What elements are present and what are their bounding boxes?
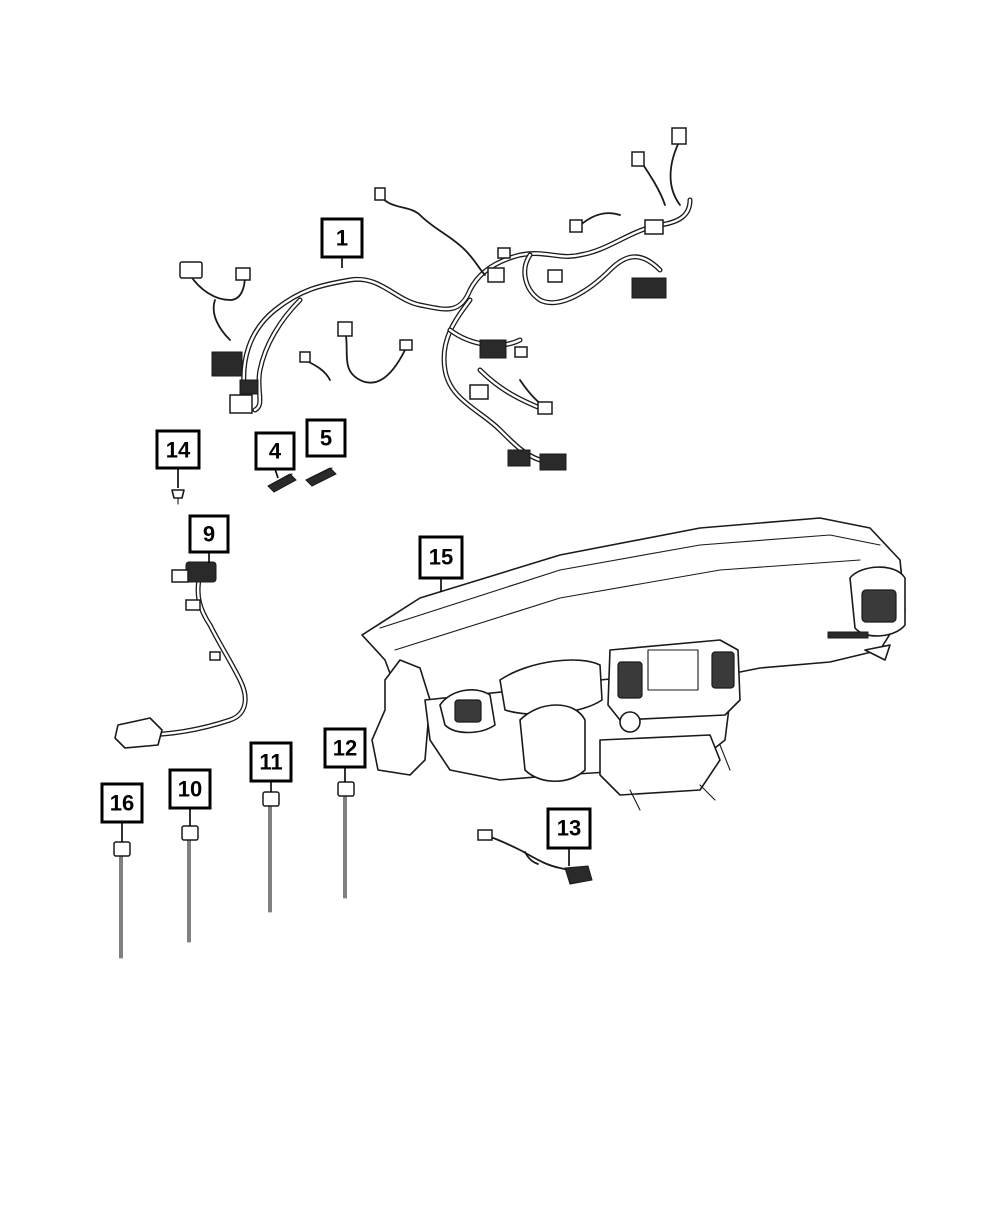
callout-11-label: 11 [259, 750, 282, 775]
callout-10: 10 [168, 768, 212, 826]
callout-4: 4 [254, 431, 296, 479]
callout-9: 9 [188, 514, 230, 563]
wiring-harness-illustration [179, 127, 693, 471]
harness-13-illustration [477, 829, 593, 885]
sensor-10-illustration [181, 825, 199, 943]
sensor-16-illustration [113, 841, 131, 959]
callout-12-label: 12 [333, 736, 357, 761]
callout-10-label: 10 [178, 777, 202, 802]
callout-14: 14 [155, 429, 201, 488]
clip-14-illustration [171, 489, 185, 505]
callout-12: 12 [323, 727, 367, 782]
callout-16-label: 16 [110, 791, 134, 816]
callout-14-label: 14 [166, 438, 191, 463]
callout-1: 1 [320, 217, 364, 268]
callout-5: 5 [305, 418, 347, 458]
callout-13-label: 13 [557, 816, 581, 841]
callout-16: 16 [100, 782, 144, 842]
sensor-11-illustration [262, 791, 280, 913]
callout-13: 13 [546, 807, 592, 866]
harness-9-illustration [114, 561, 248, 749]
callout-1-label: 1 [336, 226, 348, 251]
callout-11: 11 [249, 741, 293, 792]
sensor-12-illustration [337, 781, 355, 899]
callout-15: 15 [418, 535, 464, 592]
callout-4-label: 4 [269, 439, 282, 464]
callout-9-label: 9 [203, 522, 215, 547]
instrument-panel-illustration [361, 517, 906, 811]
callout-15-label: 15 [429, 545, 453, 570]
callout-5-label: 5 [320, 426, 332, 451]
connector-5-illustration [305, 467, 337, 487]
connector-4-illustration [267, 473, 297, 493]
